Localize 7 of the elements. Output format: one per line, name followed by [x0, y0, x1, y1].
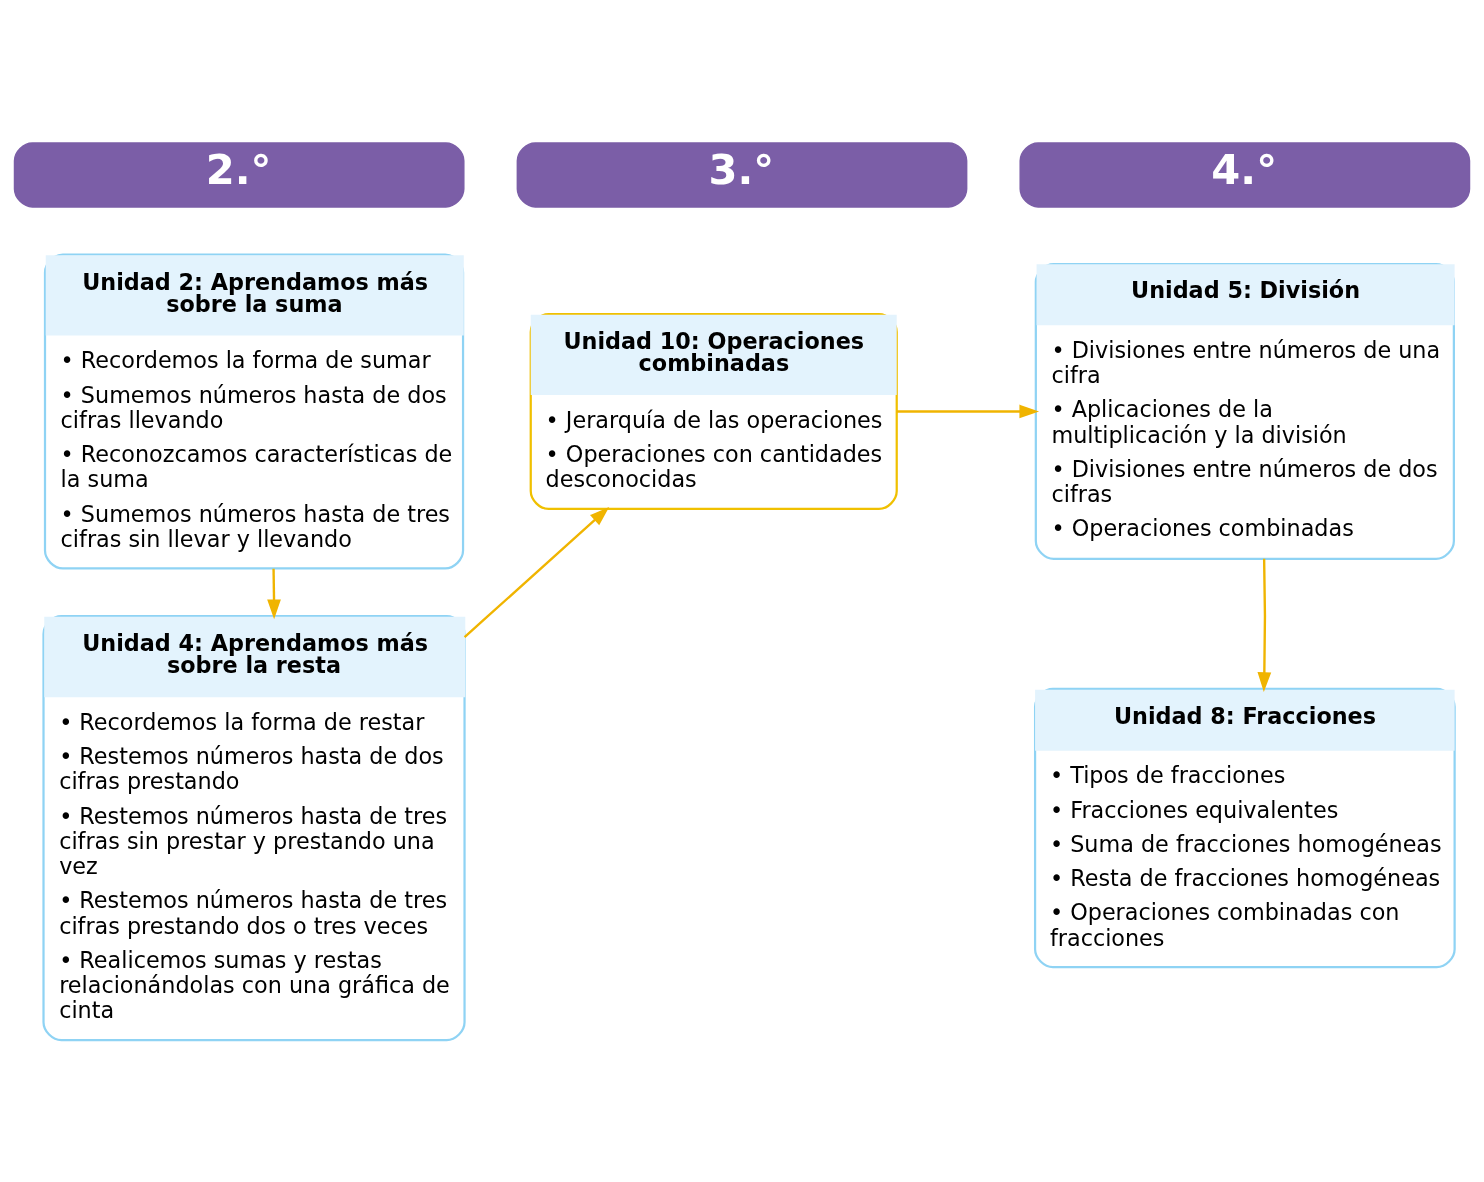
- node-box: 4.°: [1019, 141, 1471, 208]
- arrow: [463, 506, 610, 638]
- node-box: 2.°: [13, 141, 465, 208]
- node-box: 3.°: [516, 141, 968, 208]
- arrow: [267, 568, 281, 619]
- arrow: [896, 404, 1040, 418]
- arrow: [1257, 558, 1272, 692]
